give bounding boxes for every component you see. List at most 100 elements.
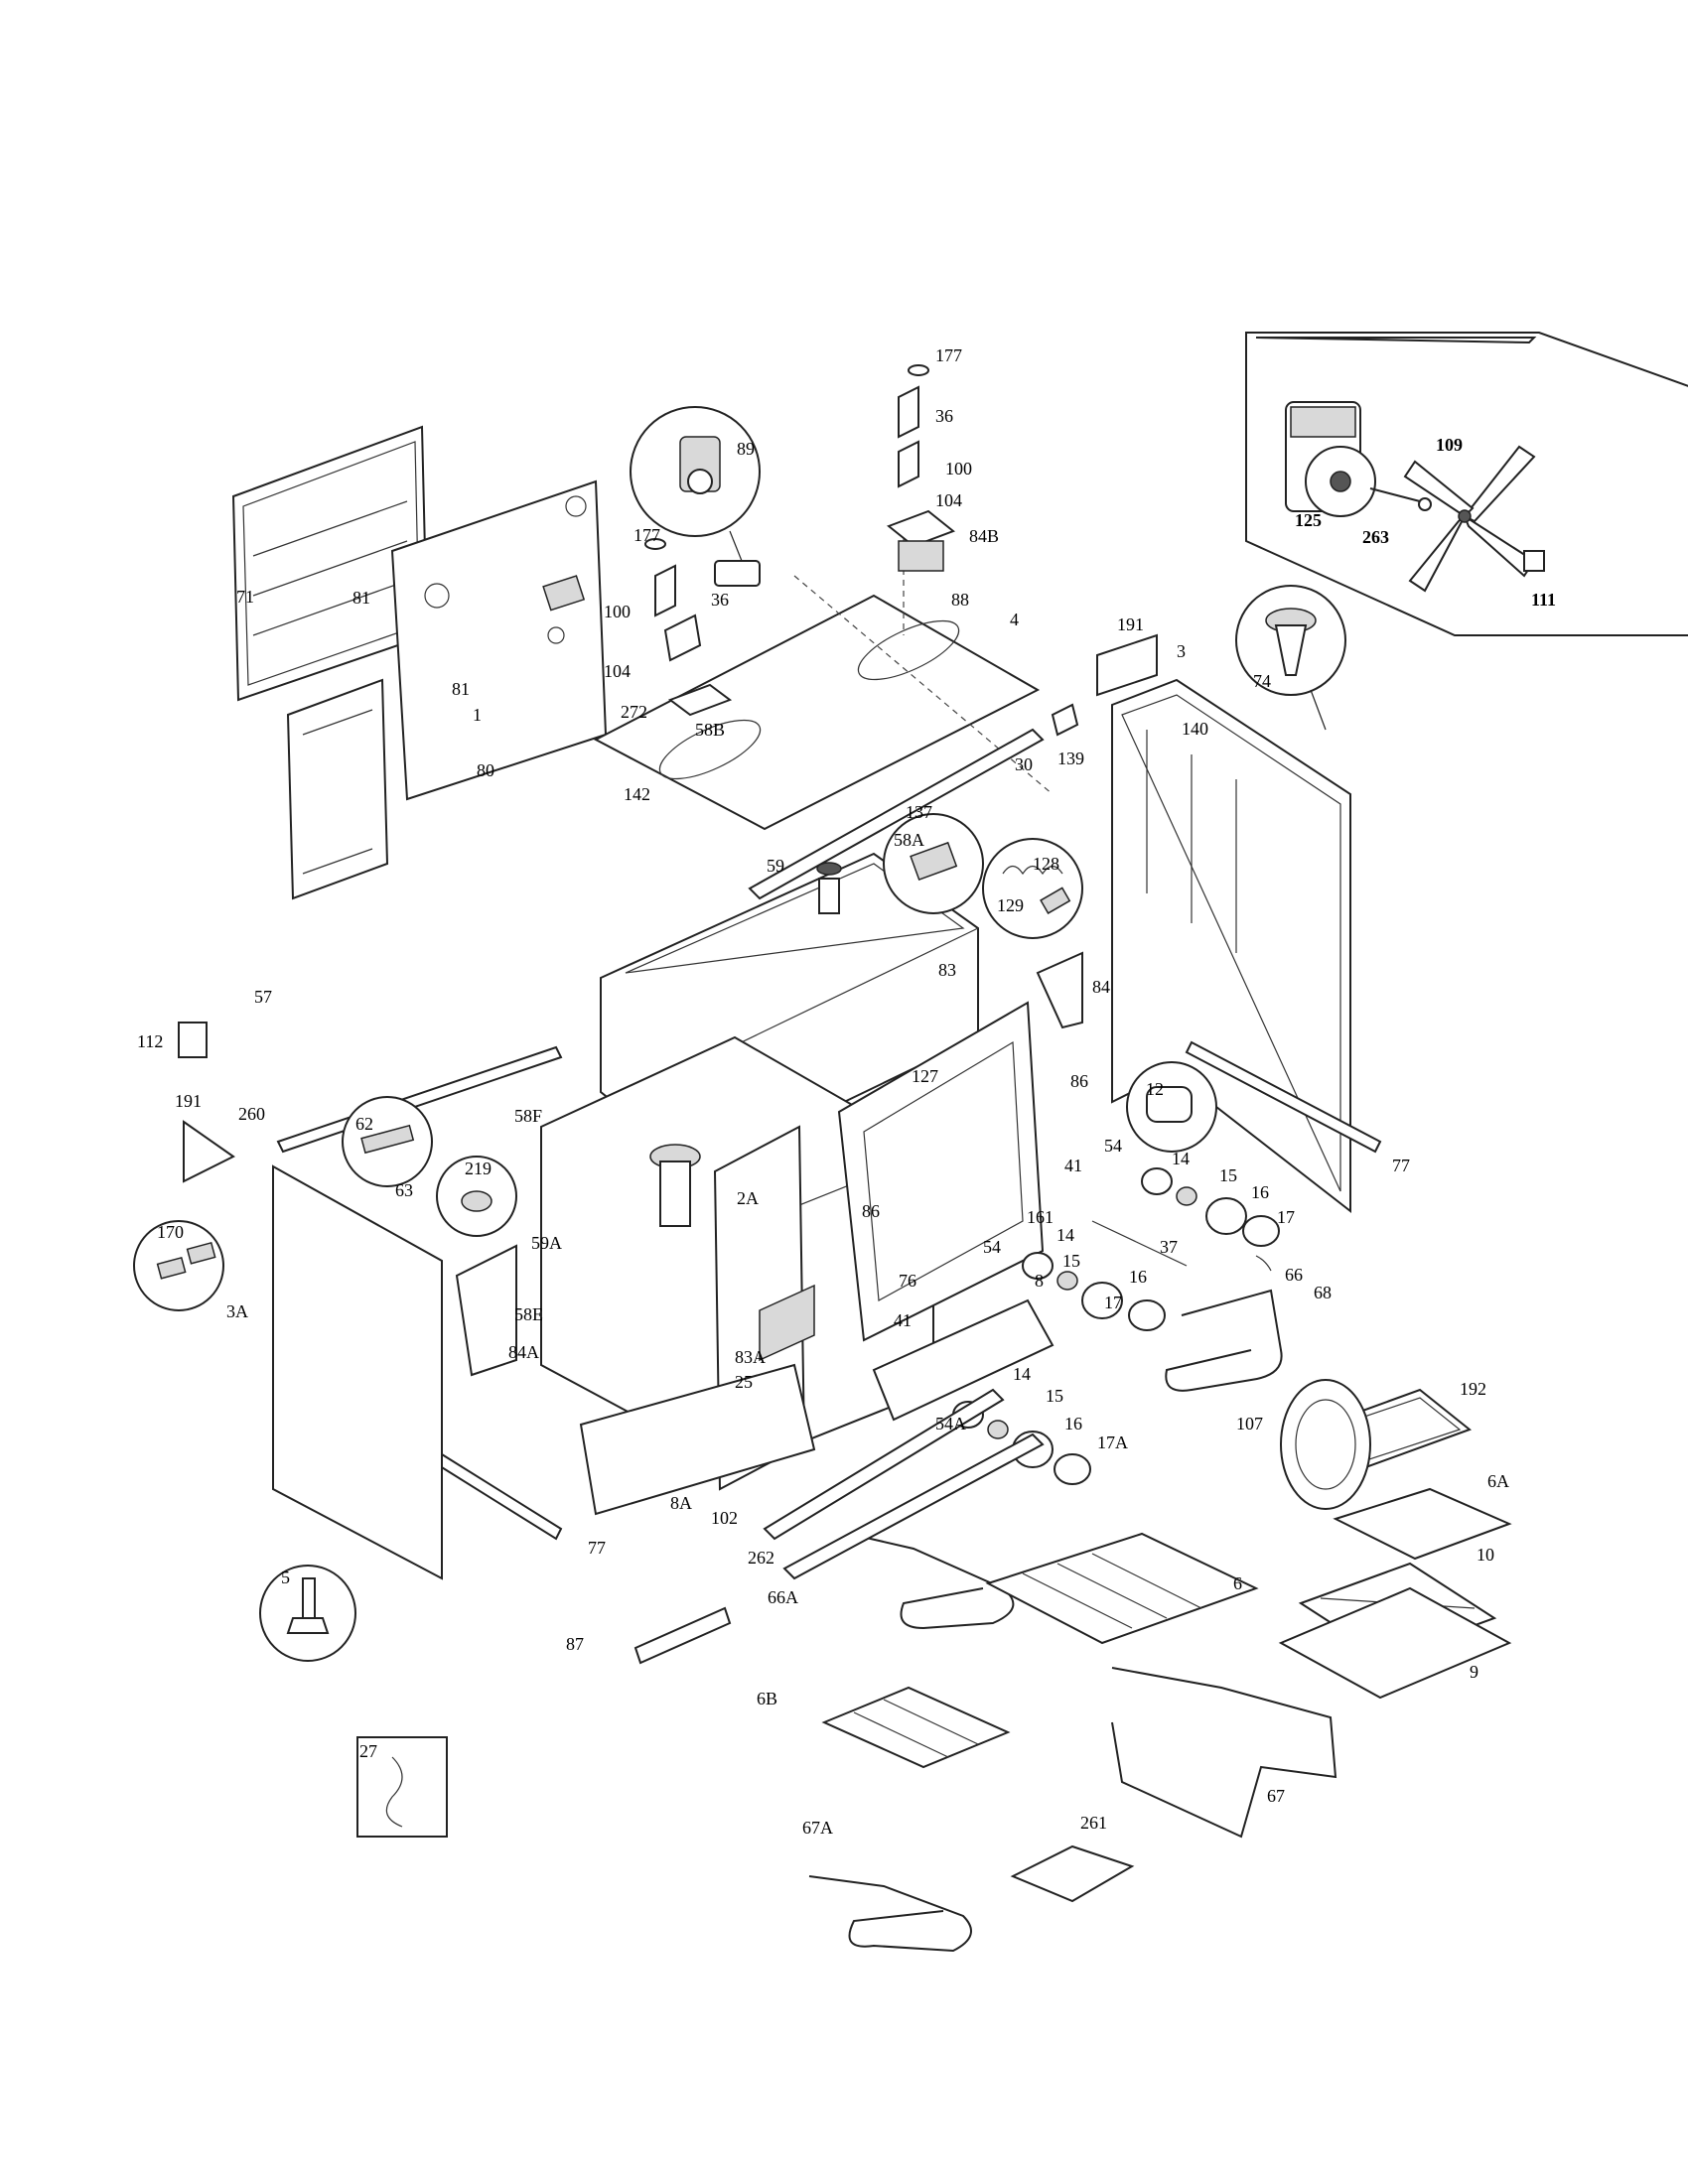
inset-137 [883, 813, 984, 914]
rail-30 [748, 728, 1045, 900]
callout-label: 88 [951, 590, 969, 610]
callout-label: 59 [767, 856, 784, 876]
inset-27 [356, 1736, 448, 1838]
callout-label: 14 [1172, 1149, 1190, 1168]
side-panel-3A [272, 1164, 443, 1580]
callout-label: 100 [945, 459, 972, 478]
callout-label: 139 [1057, 749, 1084, 768]
callout-label: 100 [604, 602, 631, 621]
callout-label: 54 [1104, 1136, 1122, 1156]
callout-label: 27 [359, 1741, 377, 1761]
bracket-84A [455, 1244, 517, 1377]
callout-label: 1 [473, 705, 482, 725]
callout-label: 89 [737, 439, 755, 459]
callout-label: 16 [1251, 1182, 1269, 1202]
callout-label: 10 [1477, 1545, 1494, 1565]
bottom-panel-8A [579, 1363, 816, 1516]
bracket-84 [1036, 951, 1083, 1029]
callout-label: 83 [938, 960, 956, 980]
inset-219 [436, 1156, 517, 1237]
callout-label: 127 [912, 1066, 938, 1086]
callout-label: 77 [588, 1538, 606, 1558]
callout-label: 57 [254, 987, 272, 1007]
rack-6A [1333, 1487, 1512, 1561]
callout-label: 81 [452, 679, 470, 699]
bracket-set-left [644, 538, 733, 717]
callout-label: 260 [238, 1104, 265, 1124]
callout-label: 67 [1267, 1786, 1285, 1806]
callout-label: 58E [514, 1304, 543, 1324]
callout-label: 15 [1046, 1386, 1063, 1406]
callout-label: 3A [226, 1301, 248, 1321]
callout-label: 140 [1182, 719, 1208, 739]
callout-label: 104 [604, 661, 631, 681]
callout-label: 17 [1104, 1293, 1122, 1312]
callout-label: 8A [670, 1493, 692, 1513]
rack-6B [821, 1686, 1011, 1769]
callout-label: 125 [1295, 510, 1322, 530]
callout-label: 68 [1314, 1283, 1332, 1302]
callout-label: 58B [695, 720, 725, 740]
callout-label: 142 [624, 784, 650, 804]
callout-label: 104 [935, 490, 962, 510]
callout-label: 161 [1027, 1207, 1054, 1227]
callout-label: 74 [1253, 671, 1271, 691]
callout-label: 36 [711, 590, 729, 610]
callout-label: 6B [757, 1689, 777, 1708]
callout-label: 41 [1064, 1156, 1082, 1175]
inset-62 [342, 1096, 433, 1187]
rail-262 [782, 1433, 1045, 1580]
front-frame-83 [837, 1001, 1045, 1342]
callout-label: 84B [969, 526, 999, 546]
callout-label: 87 [566, 1634, 584, 1654]
callout-label: 76 [899, 1271, 916, 1291]
callout-label: 128 [1033, 854, 1059, 874]
callout-label: 62 [355, 1114, 373, 1134]
callout-label: 3 [1177, 641, 1186, 661]
block-112 [178, 1022, 208, 1058]
callout-label: 262 [748, 1548, 774, 1568]
bracket-191-right [1096, 633, 1158, 697]
callout-label: 9 [1470, 1662, 1478, 1682]
rear-panel-1 [390, 479, 608, 801]
inset-5 [259, 1565, 356, 1662]
callout-label: 4 [1010, 610, 1019, 629]
callout-label: 12 [1146, 1079, 1164, 1099]
callout-label: 112 [137, 1031, 163, 1051]
callout-label: 170 [157, 1222, 184, 1242]
lamp-parts-middle [1022, 1220, 1188, 1331]
element-67A [808, 1875, 972, 1953]
callout-label: 15 [1219, 1165, 1237, 1185]
callout-label: 263 [1362, 527, 1389, 547]
callout-label: 2A [737, 1188, 759, 1208]
callout-label: 15 [1062, 1251, 1080, 1271]
side-panel-3 [1111, 678, 1351, 1214]
callout-label: 66A [768, 1587, 798, 1607]
callout-label: 80 [477, 760, 494, 780]
inset-89 [630, 406, 761, 587]
callout-label: 6A [1487, 1471, 1509, 1491]
callout-label: 14 [1013, 1364, 1031, 1384]
callout-label: 261 [1080, 1813, 1107, 1833]
rack-6 [985, 1532, 1259, 1645]
callout-label: 111 [1531, 590, 1556, 610]
callout-label: 177 [633, 525, 660, 545]
bracket-87 [633, 1606, 732, 1665]
callout-label: 107 [1236, 1414, 1263, 1433]
callout-label: 5 [281, 1568, 290, 1587]
callout-label: 17 [1277, 1207, 1295, 1227]
bracket-191-left [183, 1120, 235, 1183]
callout-label: 58A [894, 830, 924, 850]
rail-102 [763, 1388, 1005, 1541]
callout-label: 37 [1160, 1237, 1178, 1257]
callout-label: 54 [983, 1237, 1001, 1257]
callout-label: 58F [514, 1106, 542, 1126]
callout-label: 102 [711, 1508, 738, 1528]
callout-label: 59A [531, 1233, 562, 1253]
callout-label: 30 [1015, 754, 1033, 774]
callout-label: 191 [1117, 614, 1144, 634]
callout-label: 17A [1097, 1433, 1128, 1452]
callout-label: 67A [802, 1818, 833, 1838]
